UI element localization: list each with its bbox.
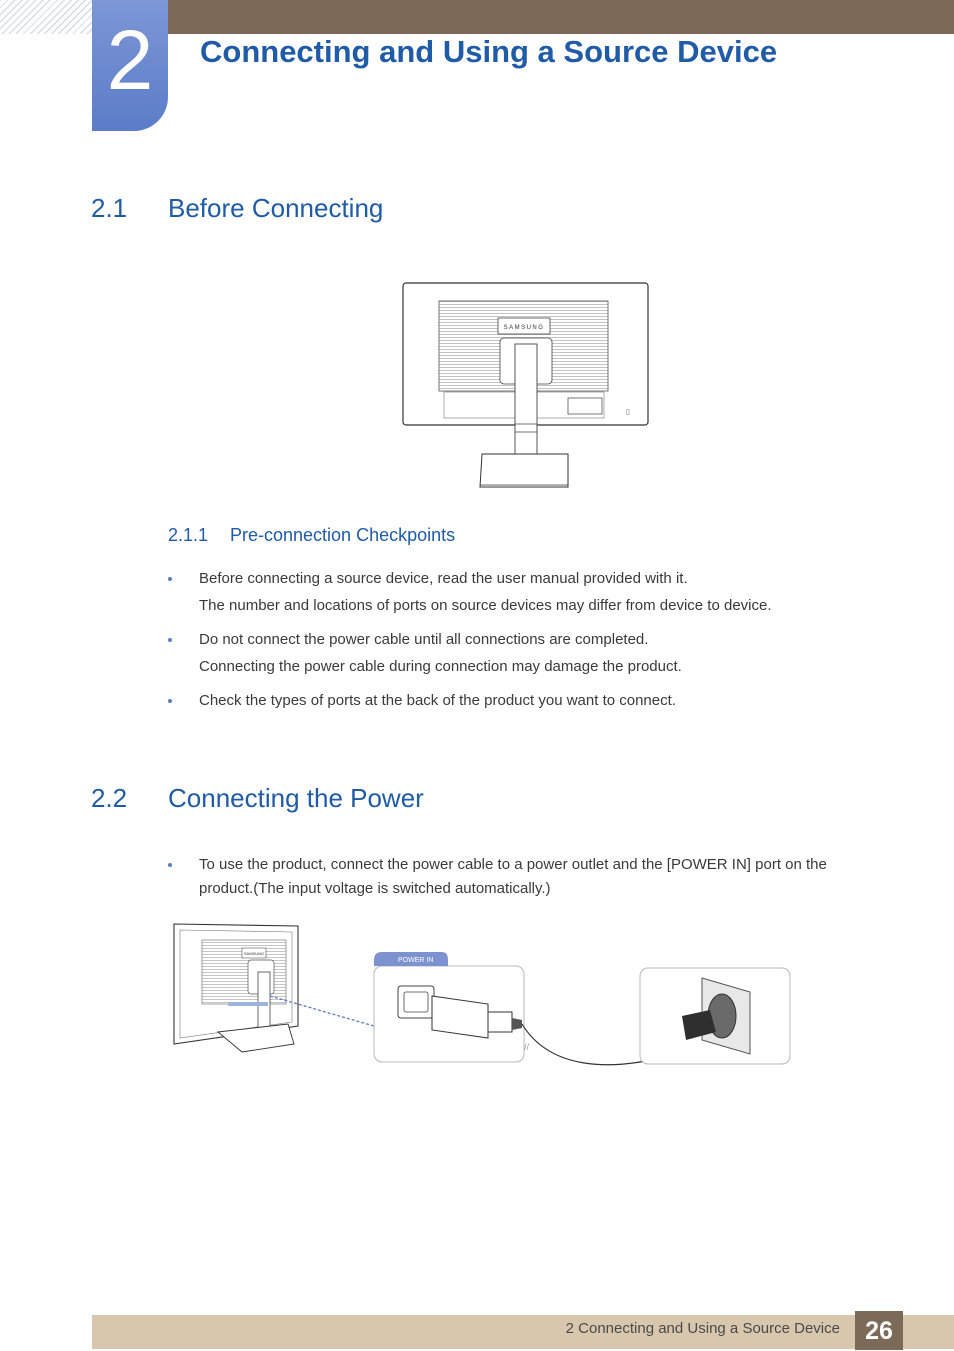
section-number: 2.2 — [91, 783, 128, 813]
bullet-note: Connecting the power cable during connec… — [199, 658, 682, 675]
power-list: To use the product, connect the power ca… — [168, 853, 868, 901]
bullet-icon — [168, 699, 172, 703]
bullet-icon — [168, 638, 172, 642]
header-bar — [168, 0, 954, 34]
list-item: To use the product, connect the power ca… — [168, 853, 868, 901]
section-number: 2.1 — [91, 193, 128, 223]
chapter-title: Connecting and Using a Source Device — [200, 34, 778, 69]
brand-logo: SAMSUNG — [504, 325, 545, 331]
section-title: Connecting the Power — [168, 783, 424, 813]
checkpoint-list: Before connecting a source device, read … — [168, 570, 888, 709]
subsection-2-1-1-heading: 2.1.1 Pre-connection Checkpoints — [168, 525, 668, 549]
section-2-2-heading: 2.2 Connecting the Power — [91, 783, 591, 817]
bullet-text: Do not connect the power cable until all… — [199, 631, 649, 648]
footer-chapter-title: 2 Connecting and Using a Source Device — [565, 1320, 840, 1337]
bullet-text: Check the types of ports at the back of … — [199, 692, 676, 709]
bullet-text: To use the product, connect the power ca… — [199, 856, 827, 897]
chapter-number-tab: 2 — [92, 0, 168, 131]
bullet-note: The number and locations of ports on sou… — [199, 597, 772, 614]
bullet-icon — [168, 577, 172, 581]
subsection-number: 2.1.1 — [168, 525, 209, 545]
bullet-text: Before connecting a source device, read … — [199, 570, 688, 587]
svg-text:▯: ▯ — [626, 409, 630, 416]
list-item: Do not connect the power cable until all… — [168, 631, 888, 692]
monitor-back-illustration: SAMSUNG ▯ — [402, 282, 649, 488]
section-2-1-heading: 2.1 Before Connecting — [91, 193, 591, 227]
header-hatch-decoration — [0, 0, 92, 34]
section-title: Before Connecting — [168, 193, 384, 223]
list-item: Check the types of ports at the back of … — [168, 692, 888, 709]
subsection-title: Pre-connection Checkpoints — [230, 525, 456, 545]
page-number: 26 — [855, 1311, 903, 1350]
list-item: Before connecting a source device, read … — [168, 570, 888, 631]
svg-text://: // — [524, 1042, 530, 1052]
brand-logo-small: SAMSUNG — [244, 951, 264, 956]
bullet-icon — [168, 863, 172, 867]
power-connection-illustration: SAMSUNG POWER IN // // — [173, 923, 791, 1066]
power-in-label: POWER IN — [398, 957, 433, 964]
footer-bar — [92, 1315, 954, 1349]
